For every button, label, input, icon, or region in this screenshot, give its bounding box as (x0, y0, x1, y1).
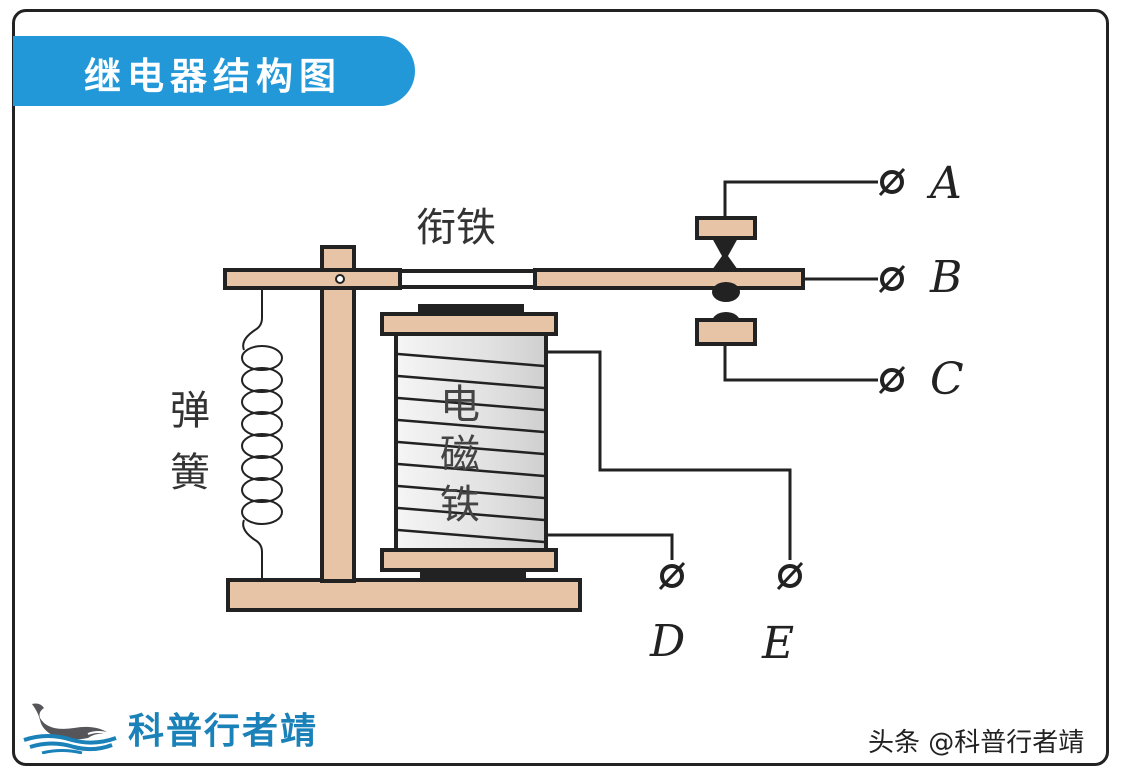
diagram-frame (12, 9, 1109, 766)
coil-winding (397, 484, 545, 500)
spring-coil (241, 367, 283, 393)
armature-lever-right (533, 268, 805, 290)
electromagnet-label-2: 磁 (440, 432, 480, 478)
terminal-label-D: D (650, 616, 686, 667)
coil-winding (397, 418, 545, 434)
coil-winding (397, 352, 545, 368)
base-plate (226, 578, 582, 612)
watermark: 头条 @科普行者靖 (868, 728, 1085, 758)
armature-lever-left (223, 268, 402, 290)
terminal-C-icon (878, 365, 906, 395)
coil-bottom-flange (380, 548, 558, 572)
spring-label-2: 簧 (170, 450, 210, 496)
spring-coil (241, 411, 283, 437)
pivot-pin (335, 274, 345, 284)
spring-label-1: 弹 (170, 388, 210, 434)
contact-A-tip (712, 238, 738, 270)
terminal-E-icon (776, 561, 804, 591)
armature-lever-middle (398, 269, 537, 289)
spring (241, 290, 283, 578)
coil-winding (397, 506, 545, 522)
terminal-label-B: B (930, 252, 963, 303)
wire-C (723, 344, 878, 382)
coil-winding (397, 440, 545, 456)
spring-coil (241, 455, 283, 481)
spring-coil (241, 477, 283, 503)
contact-B-lower-tip (712, 282, 740, 302)
page-title: 继电器结构图 (84, 55, 342, 98)
armature-label: 衔铁 (416, 205, 496, 251)
coil-winding (397, 396, 545, 412)
spring-coil (241, 345, 283, 371)
support-post (320, 245, 356, 583)
coil-top-flange (380, 312, 558, 336)
terminal-label-E: E (762, 618, 795, 669)
contact-C-plate (695, 318, 757, 346)
title-banner (13, 36, 415, 106)
wire-A (723, 180, 878, 218)
terminal-B-icon (878, 264, 906, 294)
terminal-D-icon (658, 561, 686, 591)
spring-coil (241, 389, 283, 415)
coil-winding (397, 374, 545, 390)
contact-A-plate (695, 216, 757, 240)
terminal-label-C: C (930, 354, 964, 405)
coil-winding (397, 462, 545, 478)
whale-wave-icon (23, 703, 117, 754)
terminal-A-icon (878, 167, 906, 197)
brand-name: 科普行者靖 (128, 711, 319, 752)
spring-coil (241, 499, 283, 525)
spring-coil (241, 433, 283, 459)
electromagnet-label-3: 铁 (440, 482, 480, 528)
electromagnet-label-1: 电 (440, 382, 480, 428)
coil-lead-E (546, 350, 792, 560)
terminal-label-A: A (930, 158, 962, 209)
core-bottom-cap (420, 570, 526, 580)
coil-lead-D (546, 533, 674, 560)
coil-winding (397, 528, 545, 544)
